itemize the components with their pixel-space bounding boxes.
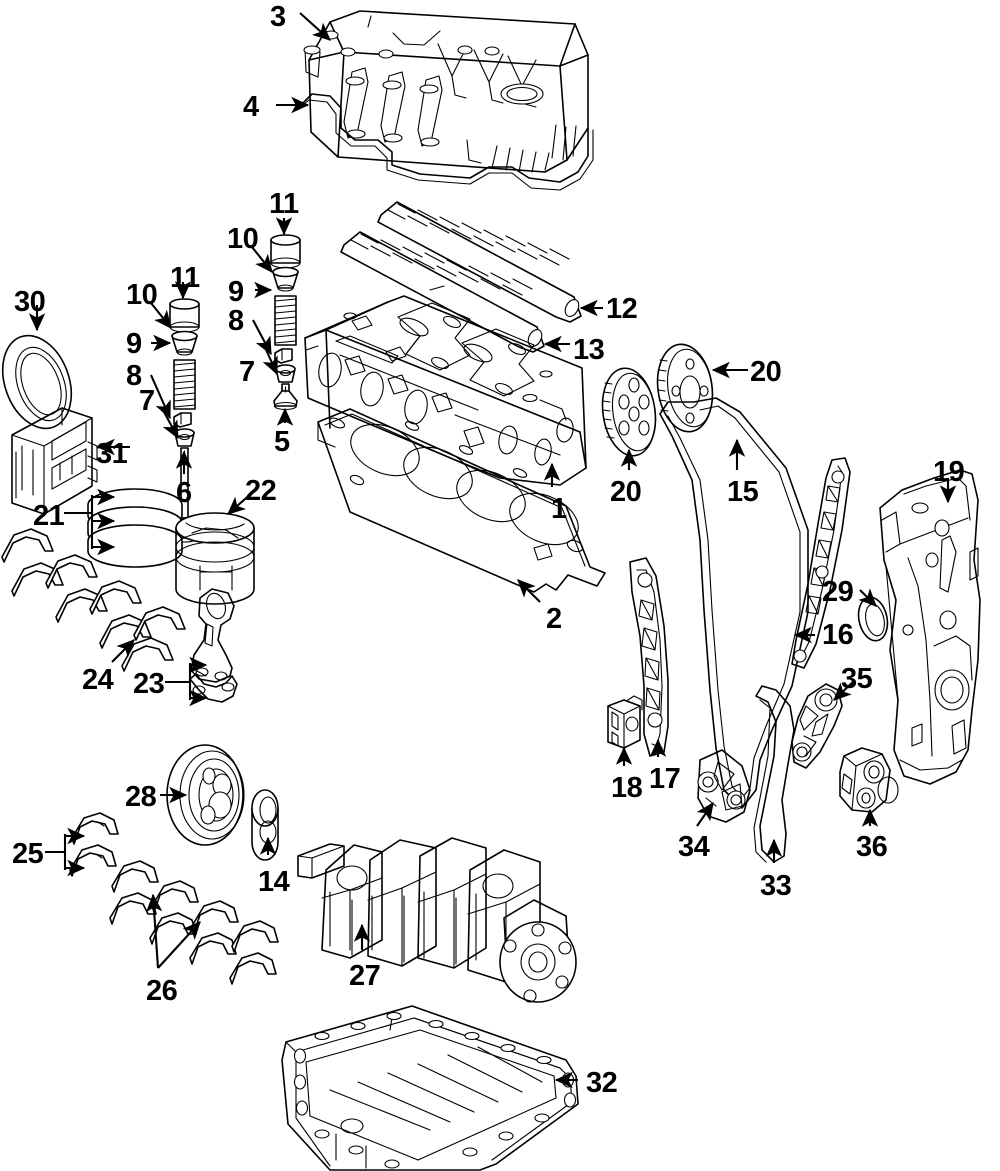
part-thrust-bearing-set	[69, 812, 119, 877]
callout-7-right[interactable]: 7	[239, 356, 255, 388]
part-timing-chain-cover	[879, 469, 981, 785]
callout-27[interactable]: 27	[349, 960, 381, 992]
part-oil-pump-chain-tensioner	[839, 747, 899, 813]
part-camshaft-sprocket-front	[601, 367, 657, 457]
callout-31[interactable]: 31	[96, 438, 128, 470]
callout-16[interactable]: 16	[822, 619, 854, 651]
callout-9-left[interactable]: 9	[126, 328, 142, 360]
part-crankshaft	[297, 837, 577, 1003]
part-connecting-rod	[189, 588, 238, 703]
callout-28[interactable]: 28	[125, 781, 157, 813]
callout-34[interactable]: 34	[678, 831, 710, 863]
part-crankshaft-main-bearing-set	[109, 860, 279, 985]
callout-1[interactable]: 1	[551, 493, 567, 525]
part-timing-chain-guide-fixed	[791, 457, 851, 669]
callout-7-left[interactable]: 7	[139, 385, 155, 417]
callout-29[interactable]: 29	[822, 576, 854, 608]
part-oil-pump-chain-guide	[697, 749, 751, 823]
part-camshaft-exhaust	[340, 231, 545, 353]
part-oil-pump-drive-chain	[753, 685, 795, 863]
part-cylinder-head-gasket	[317, 408, 606, 593]
callout-20-front[interactable]: 20	[610, 476, 642, 508]
callout-33[interactable]: 33	[760, 870, 792, 902]
callout-19[interactable]: 19	[933, 456, 965, 488]
callout-12[interactable]: 12	[606, 293, 638, 325]
part-cylinder-head	[304, 285, 587, 486]
callout-8-right[interactable]: 8	[228, 305, 244, 337]
callout-10-left[interactable]: 10	[126, 279, 158, 311]
callout-18[interactable]: 18	[611, 772, 643, 804]
callout-23[interactable]: 23	[133, 668, 165, 700]
part-valve-train-right	[270, 234, 301, 411]
callout-8-left[interactable]: 8	[126, 360, 142, 392]
part-main-bearing-set	[1, 528, 186, 672]
part-piston-ring-set	[87, 488, 183, 568]
callout-11-right[interactable]: 11	[269, 188, 299, 220]
callout-5[interactable]: 5	[274, 426, 290, 458]
callout-30[interactable]: 30	[14, 286, 46, 318]
callout-36[interactable]: 36	[856, 831, 888, 863]
part-piston	[175, 512, 255, 605]
part-camshaft-sprocket-rear	[656, 343, 714, 433]
part-valve-cover	[303, 10, 589, 173]
callout-11-left[interactable]: 11	[170, 262, 200, 294]
leader-lines	[28, 12, 957, 1089]
callout-32[interactable]: 32	[586, 1067, 618, 1099]
callout-4[interactable]: 4	[243, 91, 259, 123]
callout-10-right[interactable]: 10	[227, 223, 259, 255]
callout-9-right[interactable]: 9	[228, 276, 244, 308]
callout-3[interactable]: 3	[270, 1, 286, 33]
part-chain-tensioner	[607, 695, 643, 749]
callout-24[interactable]: 24	[82, 664, 114, 696]
callout-21[interactable]: 21	[33, 500, 65, 532]
part-rear-main-oil-seal	[1, 334, 73, 430]
callout-6[interactable]: 6	[176, 477, 192, 509]
part-camshaft-intake	[377, 201, 582, 323]
callout-13[interactable]: 13	[573, 334, 605, 366]
part-oil-baffle-windage-tray	[11, 407, 98, 515]
part-crankshaft-pulley-damper	[166, 744, 245, 846]
part-oil-pan	[281, 1005, 579, 1171]
part-chain-guide-bracket	[791, 683, 843, 769]
part-crankshaft-spacer-collar	[251, 789, 279, 861]
callout-35[interactable]: 35	[841, 663, 873, 695]
callout-26[interactable]: 26	[146, 975, 178, 1007]
callout-14[interactable]: 14	[258, 866, 290, 898]
callout-15[interactable]: 15	[727, 476, 759, 508]
callout-2[interactable]: 2	[546, 603, 562, 635]
callout-25[interactable]: 25	[12, 838, 44, 870]
callout-22[interactable]: 22	[245, 475, 277, 507]
callout-17[interactable]: 17	[649, 763, 681, 795]
part-timing-chain-upper	[659, 397, 809, 809]
callout-20-rear[interactable]: 20	[750, 356, 782, 388]
part-valve-cover-gasket	[296, 93, 594, 191]
